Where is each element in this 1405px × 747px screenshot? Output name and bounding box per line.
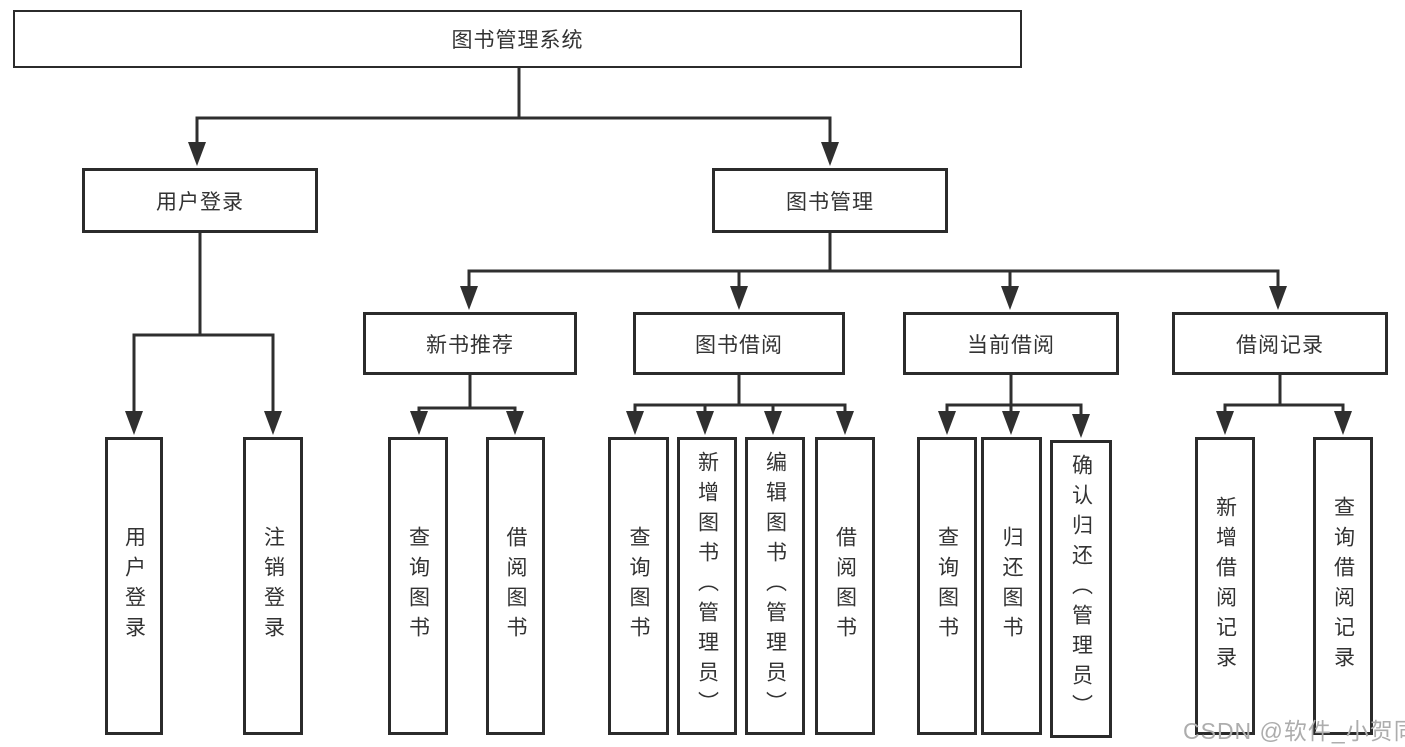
arrow-bb-add [696, 411, 714, 435]
leaf-bb-add-book-admin: 新增图书（管理员） [677, 437, 737, 735]
leaf-nbr-query-books: 查询图书 [388, 437, 448, 735]
node-label: 图书管理 [786, 190, 874, 214]
node-label: 查询图书 [935, 526, 959, 646]
arrow-rec-query [1334, 411, 1352, 435]
node-label: 归还图书 [1000, 526, 1023, 646]
node-label: 借阅图书 [504, 526, 527, 646]
arrow-new-recommend [460, 286, 478, 310]
node-label: 借阅图书 [833, 526, 857, 646]
node-label: 确认归还（管理员） [1069, 454, 1093, 724]
leaf-cb-query-books: 查询图书 [917, 437, 977, 735]
node-book-management: 图书管理 [712, 168, 948, 233]
arrow-bb-edit [764, 411, 782, 435]
edge-borrow-records-to-children [1223, 373, 1345, 420]
leaf-bb-query-books: 查询图书 [608, 437, 669, 735]
node-label: 图书管理系统 [451, 29, 584, 52]
leaf-cb-return-books: 归还图书 [981, 437, 1042, 735]
edge-root-to-level2 [195, 66, 832, 148]
leaf-logout: 注销登录 [243, 437, 303, 735]
arrow-leaf-user-login [125, 411, 143, 435]
node-label: 注销登录 [261, 526, 285, 646]
node-new-book-recommend: 新书推荐 [363, 312, 577, 375]
arrow-leaf-logout [264, 411, 282, 435]
leaf-nbr-borrow-books: 借阅图书 [486, 437, 545, 735]
arrow-current-borrow [1001, 286, 1019, 310]
leaf-rec-add-record: 新增借阅记录 [1195, 437, 1255, 735]
watermark-text: CSDN @软件_小贺同学 [1183, 718, 1405, 744]
leaf-bb-borrow-books: 借阅图书 [815, 437, 875, 735]
node-label: 当前借阅 [967, 333, 1055, 357]
edge-book-borrow-to-children [633, 373, 847, 420]
arrow-bb-query [626, 411, 644, 435]
node-label: 新增图书（管理员） [695, 451, 719, 721]
leaf-rec-query-record: 查询借阅记录 [1313, 437, 1373, 735]
node-current-borrow: 当前借阅 [903, 312, 1119, 375]
arrow-cb-query [938, 411, 956, 435]
arrow-cb-confirm [1072, 414, 1090, 438]
node-book-borrow: 图书借阅 [633, 312, 845, 375]
arrow-nbr-query [410, 411, 428, 435]
arrowheads [125, 142, 1352, 438]
arrow-rec-add [1216, 411, 1234, 435]
node-borrow-records: 借阅记录 [1172, 312, 1388, 375]
edge-user-login-to-children [132, 231, 275, 420]
edge-book-mgmt-to-level3 [467, 231, 1280, 295]
arrow-borrow-records [1269, 286, 1287, 310]
arrow-user-login [188, 142, 206, 166]
node-label: 查询借阅记录 [1331, 496, 1355, 676]
arrow-book-mgmt [821, 142, 839, 166]
arrow-bb-borrow [836, 411, 854, 435]
node-label: 图书借阅 [695, 333, 783, 357]
node-root-system: 图书管理系统 [13, 10, 1022, 68]
edge-new-recommend-to-children [417, 373, 517, 420]
node-label: 新增借阅记录 [1213, 496, 1237, 676]
arrow-nbr-borrow [506, 411, 524, 435]
node-label: 查询图书 [406, 526, 430, 646]
leaf-user-login: 用户登录 [105, 437, 163, 735]
node-label: 编辑图书（管理员） [763, 451, 787, 721]
node-label: 用户登录 [156, 190, 244, 214]
node-label: 新书推荐 [426, 333, 514, 357]
node-user-login: 用户登录 [82, 168, 318, 233]
node-label: 借阅记录 [1236, 333, 1324, 357]
leaf-cb-confirm-return-admin: 确认归还（管理员） [1050, 440, 1112, 738]
node-label: 查询图书 [627, 526, 650, 646]
node-label: 用户登录 [122, 526, 146, 646]
arrow-cb-return [1002, 411, 1020, 435]
arrow-book-borrow [730, 286, 748, 310]
leaf-bb-edit-book-admin: 编辑图书（管理员） [745, 437, 805, 735]
